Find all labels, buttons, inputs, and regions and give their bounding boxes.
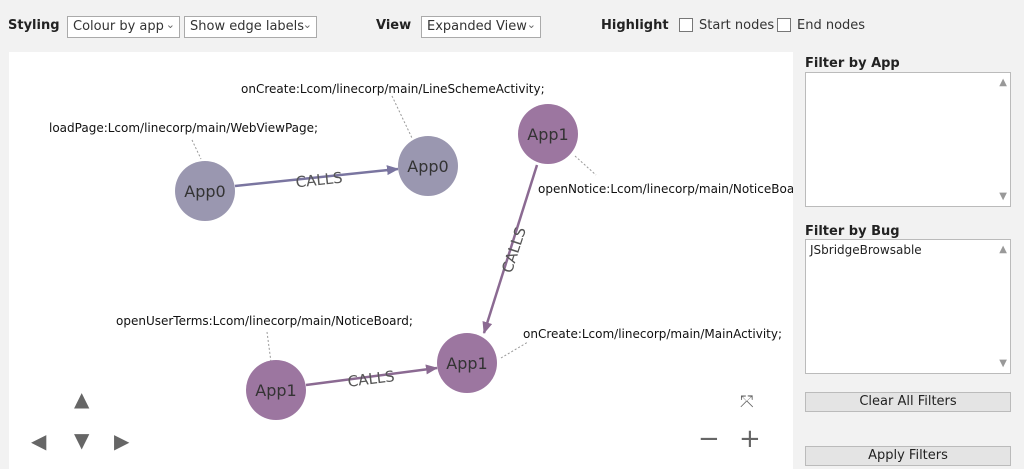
pan-left-icon[interactable]: ◀ xyxy=(31,429,47,453)
node-note: onCreate:Lcom/linecorp/main/LineSchemeAc… xyxy=(241,82,545,96)
edge-label: CALLS xyxy=(347,367,396,391)
node-label: App1 xyxy=(527,125,568,144)
graph-edge[interactable] xyxy=(234,165,399,188)
filter-bug-list[interactable]: JSbridgeBrowsable ▲ ▼ xyxy=(805,239,1011,374)
pan-down-icon[interactable]: ▼ xyxy=(74,428,90,452)
filter-app-title: Filter by App xyxy=(805,56,900,71)
view-label: View xyxy=(376,18,412,33)
graph-node[interactable]: App0 xyxy=(398,136,458,196)
note-leader xyxy=(191,139,202,160)
chevron-down-icon: ⌄ xyxy=(526,18,536,31)
clear-filters-button[interactable]: Clear All Filters xyxy=(805,392,1011,412)
colour-select-value: Colour by app xyxy=(73,19,164,34)
zoom-in-icon[interactable]: + xyxy=(739,424,761,454)
scroll-down-icon[interactable]: ▼ xyxy=(999,191,1007,202)
node-label: App1 xyxy=(446,354,487,373)
edge-label: CALLS xyxy=(295,169,344,192)
view-select-value: Expanded View xyxy=(427,19,527,34)
node-note: openUserTerms:Lcom/linecorp/main/NoticeB… xyxy=(116,314,413,328)
graph-edge[interactable] xyxy=(482,164,539,334)
view-select[interactable]: Expanded View ⌄ xyxy=(421,16,541,38)
graph-svg[interactable]: CALLS CALLS CALLS App0 App0 App1 App1 Ap… xyxy=(9,52,793,469)
fit-icon[interactable]: ⤧ xyxy=(740,392,754,412)
node-circle[interactable] xyxy=(175,161,235,221)
highlight-label: Highlight xyxy=(601,18,669,33)
filter-app-list[interactable]: ▲ ▼ xyxy=(805,72,1011,207)
styling-label: Styling xyxy=(8,18,60,33)
graph-node[interactable]: App1 xyxy=(437,333,497,393)
filter-bug-title: Filter by Bug xyxy=(805,224,900,239)
node-circle[interactable] xyxy=(398,136,458,196)
node-note: onCreate:Lcom/linecorp/main/MainActivity… xyxy=(523,327,782,341)
note-leader xyxy=(574,155,597,176)
graph-node[interactable]: App1 xyxy=(518,104,578,164)
apply-filters-button[interactable]: Apply Filters xyxy=(805,446,1011,466)
toolbar: Styling Colour by app ⌄ Show edge labels… xyxy=(0,0,1024,52)
node-circle[interactable] xyxy=(246,360,306,420)
list-item[interactable]: JSbridgeBrowsable xyxy=(810,243,922,257)
note-leader xyxy=(391,95,413,139)
zoom-out-icon[interactable]: − xyxy=(698,424,720,454)
filter-panel: Filter by App ▲ ▼ Filter by Bug JSbridge… xyxy=(796,52,1024,469)
node-label: App0 xyxy=(184,182,225,201)
node-note: loadPage:Lcom/linecorp/main/WebViewPage; xyxy=(49,121,318,135)
chevron-down-icon: ⌄ xyxy=(302,18,312,31)
edge-label: CALLS xyxy=(498,225,530,275)
edge-labels-select-value: Show edge labels xyxy=(190,19,305,34)
graph-node[interactable]: App1 xyxy=(246,360,306,420)
node-label: App1 xyxy=(255,381,296,400)
scroll-down-icon[interactable]: ▼ xyxy=(999,358,1007,369)
edge-labels-select[interactable]: Show edge labels ⌄ xyxy=(184,16,317,38)
node-note: openNotice:Lcom/linecorp/main/NoticeBoar… xyxy=(538,182,793,196)
note-leader xyxy=(500,341,529,359)
node-label: App0 xyxy=(407,157,448,176)
node-circle[interactable] xyxy=(437,333,497,393)
note-leader xyxy=(266,331,272,363)
start-nodes-checkbox[interactable] xyxy=(679,18,693,32)
graph-canvas[interactable]: CALLS CALLS CALLS App0 App0 App1 App1 Ap… xyxy=(9,52,793,469)
graph-node[interactable]: App0 xyxy=(175,161,235,221)
chevron-down-icon: ⌄ xyxy=(165,18,175,31)
scroll-up-icon[interactable]: ▲ xyxy=(999,244,1007,255)
pan-right-icon[interactable]: ▶ xyxy=(114,429,130,453)
colour-select[interactable]: Colour by app ⌄ xyxy=(67,16,180,38)
scroll-up-icon[interactable]: ▲ xyxy=(999,77,1007,88)
pan-up-icon[interactable]: ▲ xyxy=(74,387,90,411)
end-nodes-label: End nodes xyxy=(797,18,866,33)
start-nodes-label: Start nodes xyxy=(699,18,775,33)
end-nodes-checkbox[interactable] xyxy=(777,18,791,32)
node-circle[interactable] xyxy=(518,104,578,164)
graph-edge[interactable] xyxy=(305,364,438,387)
